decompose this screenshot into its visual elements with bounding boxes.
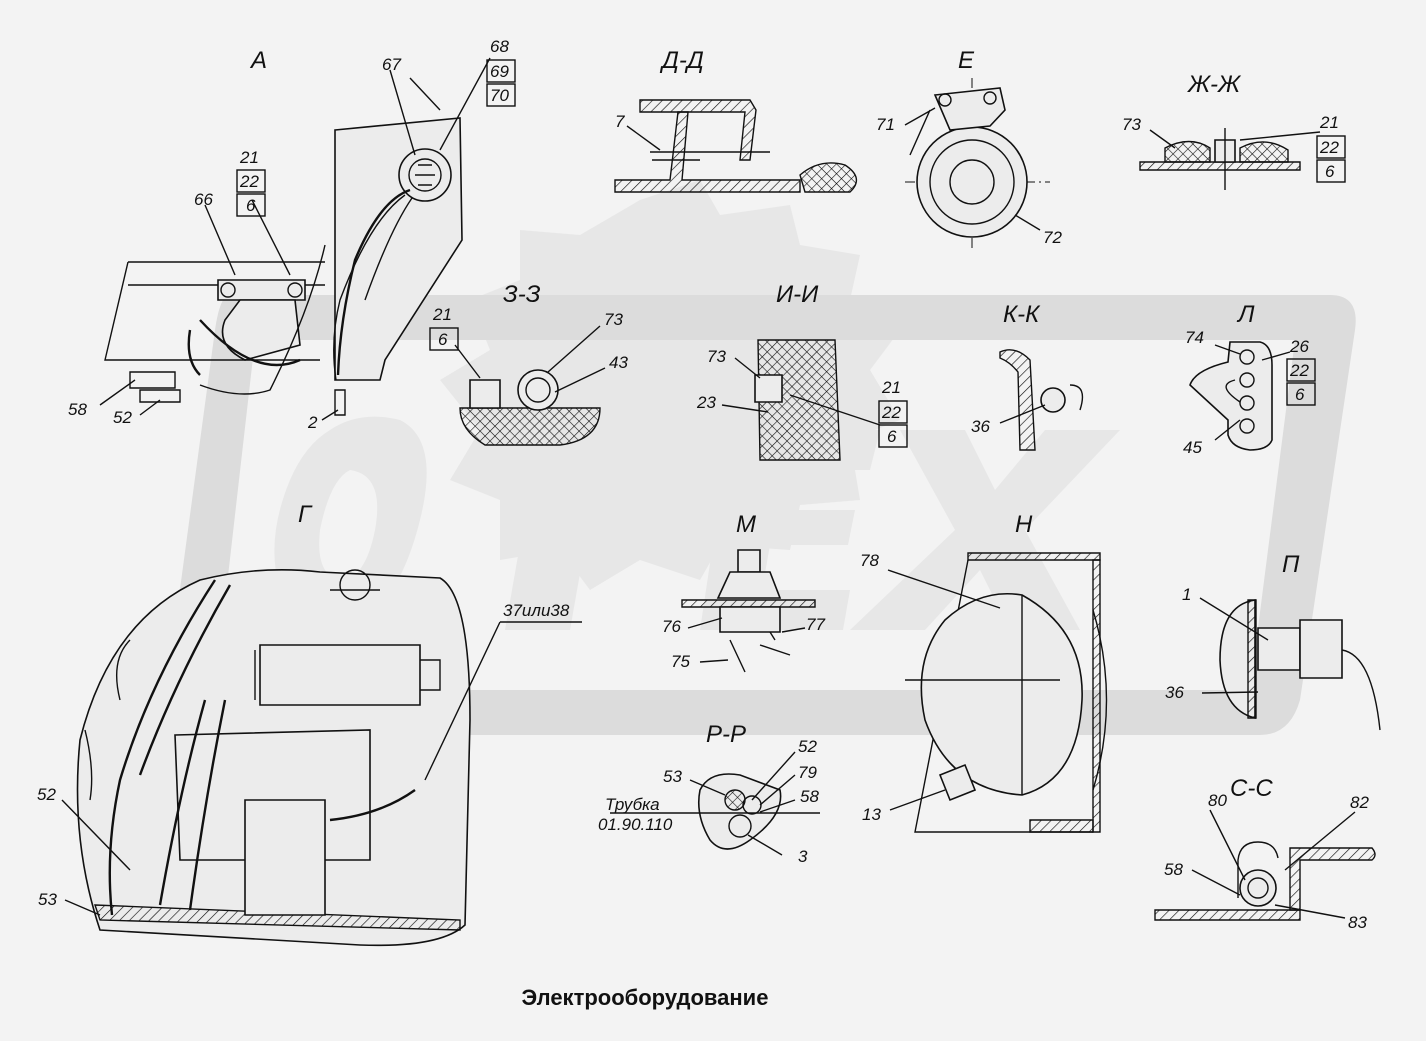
view-l-title: Л (1236, 301, 1255, 328)
drawing-caption: Электрооборудование (521, 985, 769, 1010)
view-m-title: М (736, 511, 756, 538)
callout-ss-80: 80 (1208, 791, 1227, 810)
callout-rr-58: 58 (800, 787, 819, 806)
view-zz: З-З 21 6 73 43 (429, 281, 628, 446)
view-n: Н 78 13 (860, 511, 1108, 833)
callout-ii-23: 23 (696, 393, 716, 412)
callout-m-77: 77 (806, 615, 825, 634)
callout-m-75: 75 (671, 652, 690, 671)
callout-a-52: 52 (113, 408, 132, 427)
view-dd: Д-Д 7 (614, 47, 858, 193)
callout-rr-53: 53 (663, 767, 682, 786)
callout-ss-83: 83 (1348, 913, 1367, 932)
callout-l-26: 26 (1289, 337, 1309, 356)
callout-g-53: 53 (38, 890, 57, 909)
callout-zh-6: 6 (1325, 162, 1335, 181)
view-n-title: Н (1015, 511, 1033, 538)
view-p: П 1 36 (1165, 551, 1381, 731)
callout-e-71: 71 (876, 115, 895, 134)
callout-l-74: 74 (1185, 328, 1204, 347)
callout-66: 66 (194, 190, 213, 209)
callout-a-22: 22 (239, 172, 259, 191)
callout-69: 69 (490, 62, 509, 81)
callout-p-1: 1 (1182, 585, 1191, 604)
view-m: М 76 77 75 (662, 511, 825, 673)
view-kk: К-К 36 (971, 301, 1084, 451)
callout-zz-21: 21 (432, 305, 452, 324)
callout-g-37: 37или38 (503, 601, 570, 620)
view-a-title: А (249, 47, 267, 74)
callout-zh-22: 22 (1319, 138, 1339, 157)
view-p-title: П (1282, 551, 1300, 578)
callout-a-58: 58 (68, 400, 87, 419)
callout-a-2: 2 (307, 413, 318, 432)
callout-zz-43: 43 (609, 353, 628, 372)
callout-n-13: 13 (862, 805, 881, 824)
callout-dd-7: 7 (615, 112, 625, 131)
callout-l-45: 45 (1183, 438, 1202, 457)
view-e: Е 71 72 (876, 47, 1062, 250)
callout-67: 67 (382, 55, 401, 74)
callout-e-72: 72 (1043, 228, 1062, 247)
callout-ss-58: 58 (1164, 860, 1183, 879)
callout-rr-tube-label: Трубка (605, 795, 660, 814)
bracket-66 (217, 279, 306, 301)
callout-zz-6: 6 (438, 330, 448, 349)
callout-kk-36: 36 (971, 417, 990, 436)
callout-p-36: 36 (1165, 683, 1184, 702)
view-a: А 67 68 69 70 21 22 6 66 58 52 2 (68, 37, 516, 432)
callout-l-22: 22 (1289, 361, 1309, 380)
view-e-title: Е (958, 47, 975, 74)
view-zhzh-title: Ж-Ж (1187, 71, 1242, 98)
view-zz-title: З-З (503, 281, 541, 308)
callout-n-78: 78 (860, 551, 879, 570)
callout-rr-52: 52 (798, 737, 817, 756)
callout-g-52: 52 (37, 785, 56, 804)
callout-rr-tube-number: 01.90.110 (598, 815, 673, 834)
watermark-letter-p (505, 430, 705, 630)
view-zhzh: Ж-Ж 73 21 22 6 (1122, 71, 1346, 190)
callout-zz-73: 73 (604, 310, 623, 329)
view-g-title: Г (298, 501, 313, 528)
callout-ii-73: 73 (707, 347, 726, 366)
callout-70: 70 (490, 86, 509, 105)
callout-ii-21: 21 (881, 378, 901, 397)
callout-ii-6: 6 (887, 427, 897, 446)
view-ii: И-И 73 23 21 22 6 (696, 281, 908, 461)
view-l: Л 74 26 22 6 45 (1183, 301, 1316, 457)
view-dd-title: Д-Д (659, 47, 704, 74)
motor-body (259, 644, 421, 706)
callout-zh-21: 21 (1319, 113, 1339, 132)
callout-l-6: 6 (1295, 385, 1305, 404)
callout-a-21: 21 (239, 148, 259, 167)
callout-m-76: 76 (662, 617, 681, 636)
view-rr: Р-Р 52 79 58 53 3 Трубка 01.90.110 (598, 721, 820, 866)
view-g: Г 37или38 52 53 (37, 501, 582, 947)
view-rr-title: Р-Р (706, 721, 746, 748)
view-ii-title: И-И (776, 281, 819, 308)
callout-rr-3: 3 (798, 847, 808, 866)
callout-a-6: 6 (246, 196, 256, 215)
bracket (244, 799, 326, 916)
callout-zh-73: 73 (1122, 115, 1141, 134)
callout-ii-22: 22 (881, 403, 901, 422)
callout-68: 68 (490, 37, 509, 56)
callout-rr-79: 79 (798, 763, 817, 782)
view-ss: С-С 80 82 58 83 (1154, 775, 1376, 932)
callout-ss-82: 82 (1350, 793, 1369, 812)
view-kk-title: К-К (1003, 301, 1041, 328)
view-ss-title: С-С (1230, 775, 1273, 802)
